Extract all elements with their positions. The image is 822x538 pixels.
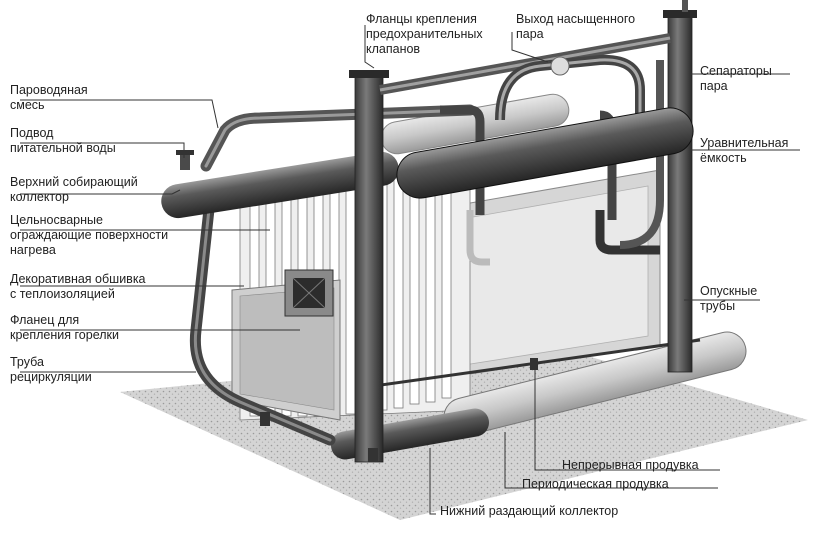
label-lower-collector: Нижний раздающий коллектор [440, 504, 619, 518]
label-safety-valve-flanges: Фланцы крепления предохранительных клапа… [366, 12, 483, 56]
right-column [667, 11, 693, 373]
label-periodic-blowdown: Периодическая продувка [522, 477, 669, 491]
label-recirculation-pipe: Труба рециркуляции [10, 355, 92, 384]
label-burner-flange: Фланец для крепления горелки [10, 313, 119, 342]
equalizing-tank-shape [396, 107, 694, 199]
label-decorative-cladding: Декоративная обшивка с теплоизоляцией [10, 272, 146, 301]
burner-flange-shape [284, 269, 334, 317]
label-saturated-steam-outlet: Выход насыщенного пара [516, 12, 636, 41]
label-steam-separators: Сепараторы пара [700, 64, 772, 93]
left-column [354, 71, 384, 463]
label-steam-water-mixture: Пароводяная смесь [10, 83, 88, 112]
label-welded-surfaces: Цельносварные ограждающие поверхности на… [10, 213, 169, 257]
label-equalizing-tank: Уравнительная ёмкость [700, 136, 789, 165]
label-downcomers: Опускные трубы [700, 284, 758, 313]
leader-lines [20, 25, 800, 515]
label-feedwater-supply: Подвод питательной воды [10, 126, 116, 155]
label-upper-collector: Верхний собирающий коллектор [10, 175, 138, 204]
label-continuous-blowdown: Непрерывная продувка [562, 458, 699, 472]
upper-collector-shape [161, 151, 399, 219]
